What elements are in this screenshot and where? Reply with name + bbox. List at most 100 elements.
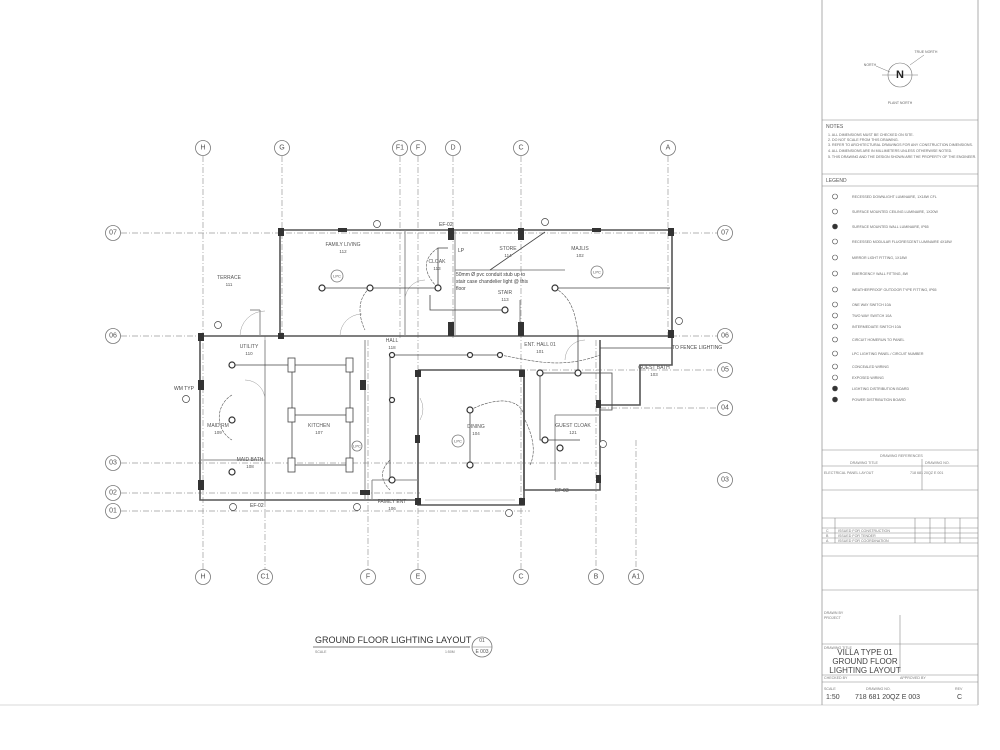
door-swings [239, 279, 586, 501]
legend-symbol-icon [832, 223, 838, 230]
svg-text:H: H [200, 574, 205, 581]
grid-bubbles-top: H G F1 F D C A [195, 140, 676, 156]
svg-text:GUEST BATH: GUEST BATH [638, 365, 670, 371]
svg-text:TERRACE: TERRACE [217, 275, 242, 281]
legend-item: WEATHERPROOF OUTDOOR TYPE FITTING, IP65 [852, 288, 937, 292]
svg-text:NOTES: NOTES [826, 124, 844, 130]
svg-text:07: 07 [721, 230, 729, 237]
svg-text:MAJLIS: MAJLIS [571, 246, 589, 252]
legend-item: SURFACE MOUNTED WALL LUMINAIRE, IP65 [852, 225, 929, 229]
legend-item: RECESSED MODULAR FLUORESCENT LUMINAIRE 4… [852, 240, 952, 244]
legend-symbol-icon [832, 286, 838, 293]
legend-item: TWO WAY SWITCH 10A [852, 314, 892, 318]
svg-text:VILLA TYPE 01: VILLA TYPE 01 [837, 648, 893, 657]
legend-item: CONCEALED WIRING [852, 365, 889, 369]
svg-text:DRAWING NO.: DRAWING NO. [925, 461, 950, 465]
svg-text:H: H [200, 145, 205, 152]
svg-text:STORE: STORE [499, 246, 517, 252]
svg-text:HALL: HALL [386, 338, 399, 344]
svg-text:101: 101 [536, 349, 544, 354]
svg-text:121: 121 [569, 430, 577, 435]
svg-text:ENT. HALL 01: ENT. HALL 01 [524, 342, 556, 348]
svg-text:PROJECT: PROJECT [824, 616, 842, 620]
legend-symbol-icon [832, 208, 838, 215]
svg-text:107: 107 [315, 430, 323, 435]
svg-text:106: 106 [388, 506, 396, 511]
legend-symbol-icon [832, 350, 838, 357]
svg-text:F1: F1 [396, 145, 404, 152]
svg-text:01: 01 [479, 638, 485, 644]
svg-text:DINING: DINING [467, 424, 485, 430]
lpc-markers: LPC LPC LPC LPC [330, 265, 604, 452]
svg-text:DRAWING TITLE: DRAWING TITLE [850, 461, 879, 465]
svg-text:E: E [416, 574, 421, 581]
legend-symbol-icon [832, 374, 838, 381]
svg-text:06: 06 [721, 333, 729, 340]
legend-symbol-icon [832, 363, 838, 370]
legend-item: ONE WAY SWITCH 10A [852, 303, 892, 307]
svg-text:50mm Ø pvc conduit stub up to: 50mm Ø pvc conduit stub up to [456, 272, 525, 278]
svg-text:LIGHTING LAYOUT: LIGHTING LAYOUT [829, 666, 901, 675]
grid-bubbles-bottom: H C1 F E C B A1 [195, 569, 644, 585]
svg-text:DRAWN BY: DRAWN BY [824, 611, 844, 615]
svg-text:NORTH: NORTH [864, 63, 877, 67]
svg-text:718 681 20QZ E 003: 718 681 20QZ E 003 [855, 694, 920, 701]
svg-text:718 681 20QZ E 001: 718 681 20QZ E 001 [910, 471, 943, 475]
svg-text:WM TYP: WM TYP [174, 386, 195, 392]
svg-text:ISSUED FOR COORDINATION: ISSUED FOR COORDINATION [838, 539, 889, 543]
svg-text:108: 108 [246, 464, 254, 469]
svg-text:C: C [957, 694, 962, 701]
legend-symbol-icon [832, 270, 838, 277]
notes-section: NOTES 1. ALL DIMENSIONS MUST BE CHECKED … [822, 119, 978, 175]
legend-item: LPC LIGHTING PANEL / CIRCUIT NUMBER [852, 352, 924, 356]
legend-item: LIGHTING DISTRIBUTION BOARD [852, 387, 910, 391]
svg-text:F: F [416, 145, 420, 152]
svg-text:1. ALL DIMENSIONS MUST BE CHEC: 1. ALL DIMENSIONS MUST BE CHECKED ON SIT… [828, 133, 914, 137]
north-arrow: N TRUE NORTH NORTH PLANT NORTH [864, 50, 938, 105]
svg-text:TO FENCE LIGHTING: TO FENCE LIGHTING [672, 345, 722, 351]
svg-text:REV: REV [955, 687, 963, 691]
legend-symbol-icon [832, 254, 838, 261]
svg-text:DRAWING REFERENCES: DRAWING REFERENCES [880, 454, 923, 458]
luminaires [228, 284, 582, 484]
svg-text:APPROVED BY: APPROVED BY [900, 676, 926, 680]
svg-text:ISSUED FOR TENDER: ISSUED FOR TENDER [838, 534, 876, 538]
svg-text:SCALE: SCALE [824, 687, 836, 691]
svg-text:B: B [826, 534, 829, 538]
svg-text:112: 112 [339, 249, 347, 254]
svg-text:EF-03: EF-03 [555, 488, 569, 494]
svg-text:C: C [826, 529, 829, 533]
legend-item: INTERMEDIATE SWITCH 10A [852, 325, 902, 329]
svg-text:floor: floor [456, 286, 466, 292]
svg-text:118: 118 [388, 345, 396, 350]
svg-text:04: 04 [721, 405, 729, 412]
drawing-references: DRAWING REFERENCES DRAWING TITLE DRAWING… [822, 449, 978, 591]
svg-text:103: 103 [650, 372, 658, 377]
svg-text:06: 06 [109, 333, 117, 340]
svg-text:03: 03 [109, 460, 117, 467]
svg-text:LEGEND: LEGEND [826, 178, 847, 184]
svg-text:LPC: LPC [353, 444, 361, 449]
svg-text:D: D [450, 145, 455, 152]
svg-text:CLOAK: CLOAK [429, 259, 447, 265]
legend-symbol-icon [832, 301, 838, 308]
svg-text:05: 05 [721, 367, 729, 374]
svg-text:C: C [518, 145, 523, 152]
lighting-circuits [219, 231, 672, 491]
legend-section: LEGEND RECESSED DOWNLIGHT LUMINAIRE, 1X1… [822, 178, 978, 403]
svg-text:GROUND FLOOR: GROUND FLOOR [832, 657, 898, 666]
legend-symbol-icon [832, 193, 838, 200]
svg-text:C: C [518, 574, 523, 581]
svg-text:DRAWING TITLE: DRAWING TITLE [824, 646, 853, 650]
svg-text:E 003: E 003 [475, 649, 488, 655]
legend-symbol-icon [832, 396, 838, 403]
svg-text:102: 102 [576, 253, 584, 258]
svg-text:104: 104 [472, 431, 480, 436]
svg-text:G: G [279, 145, 284, 152]
svg-text:ELECTRICAL PANEL LAYOUT: ELECTRICAL PANEL LAYOUT [824, 471, 874, 475]
svg-text:SCALE: SCALE [315, 650, 327, 654]
svg-text:2. DO NOT SCALE FROM THIS DRAW: 2. DO NOT SCALE FROM THIS DRAWING. [828, 138, 899, 142]
svg-text:EF-02: EF-02 [250, 503, 264, 509]
